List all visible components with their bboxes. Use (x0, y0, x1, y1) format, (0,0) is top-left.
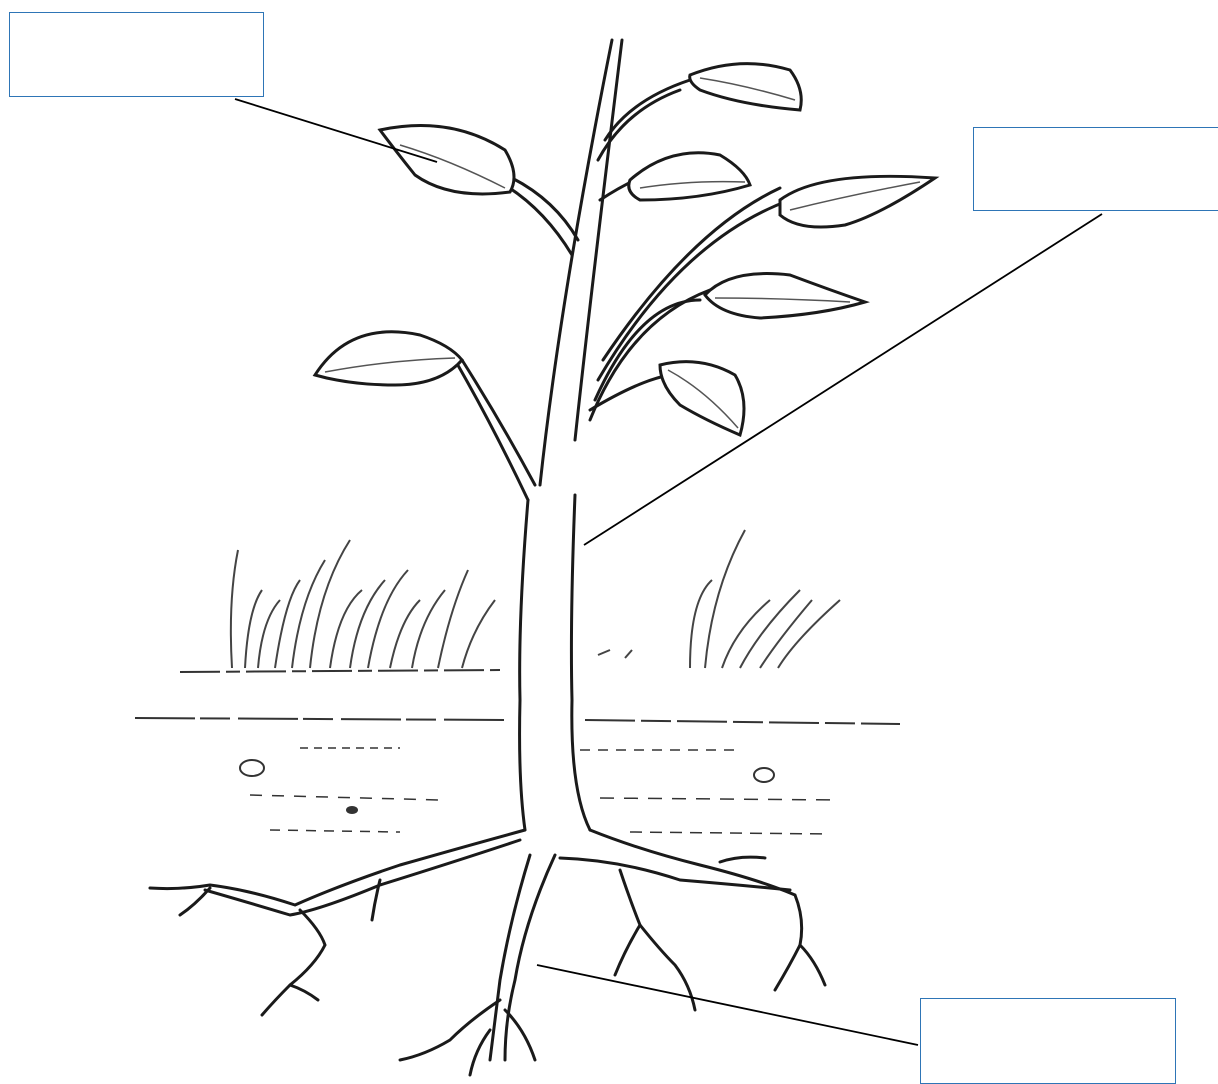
leaf-label-box[interactable] (9, 12, 264, 97)
ground-lines (135, 670, 900, 834)
root-pointer-line (537, 965, 918, 1045)
root-label-box[interactable] (920, 998, 1176, 1084)
pointer-lines (235, 99, 1102, 1045)
grass-right (598, 530, 840, 668)
leaf-right-1 (629, 153, 750, 200)
stem-label-box[interactable] (973, 127, 1218, 211)
roots (150, 830, 825, 1075)
leaf-right-3 (705, 274, 865, 318)
leaf-upper-left (380, 126, 514, 194)
grass-left (231, 540, 495, 668)
stem (520, 40, 622, 830)
soil-pebbles (240, 760, 774, 813)
